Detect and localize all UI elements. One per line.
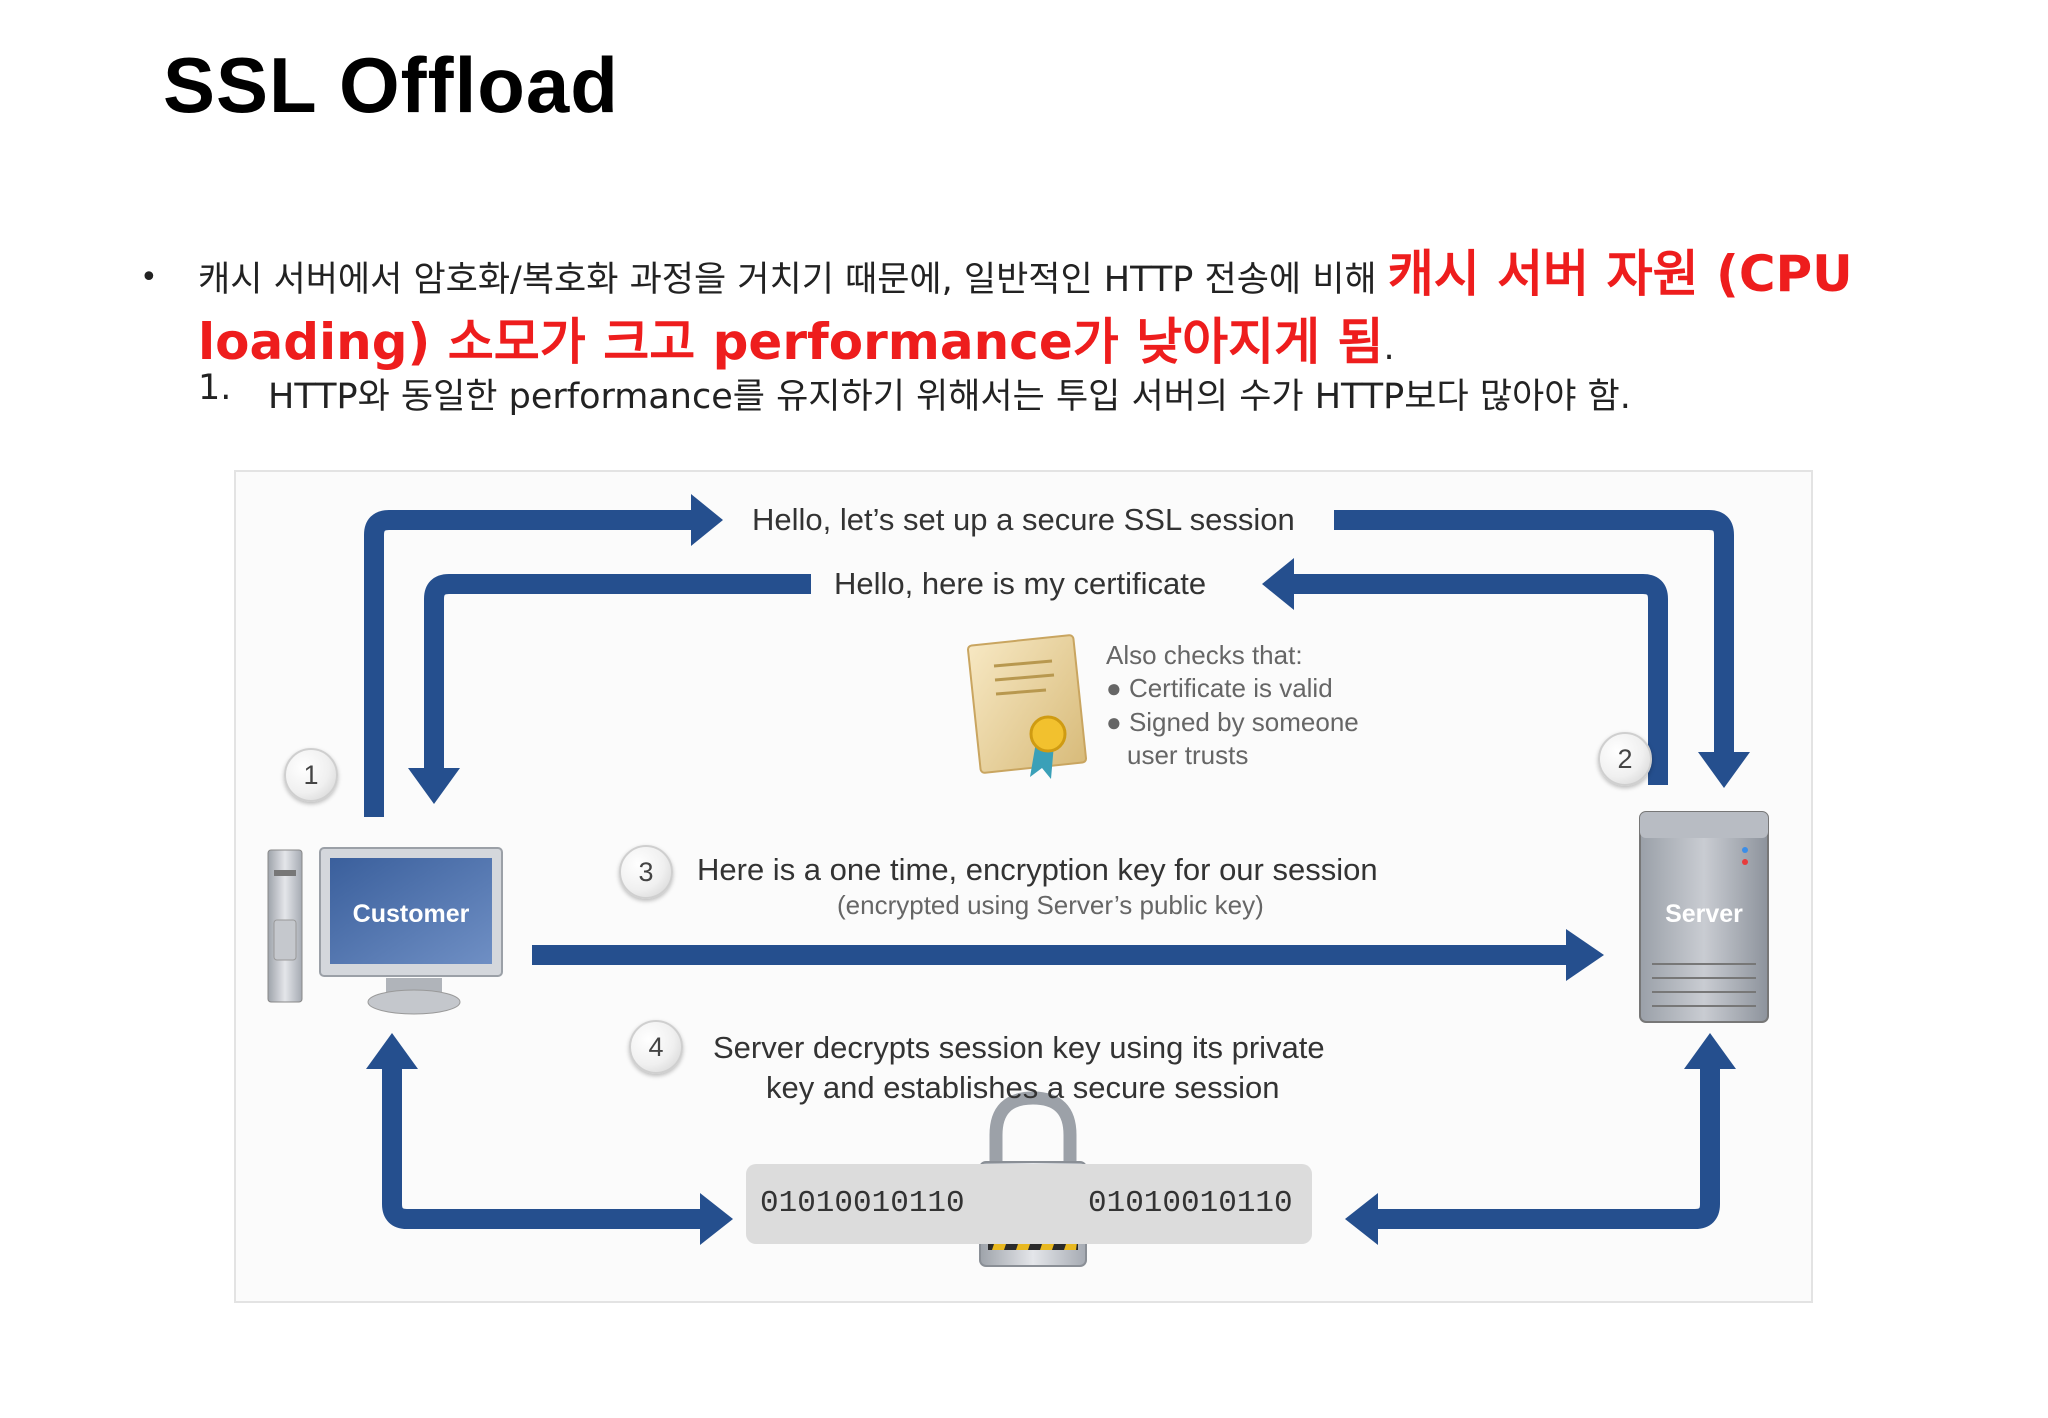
- sub-item-text: HTTP와 동일한 performance를 유지하기 위해서는 투입 서버의 …: [268, 377, 1631, 417]
- step3-note: (encrypted using Server’s public key): [837, 890, 1264, 920]
- ssl-handshake-diagram: Hello, let’s set up a secure SSL session…: [234, 470, 1813, 1303]
- arrow-hello-request-to-server: [1334, 510, 1734, 759]
- step2-message: Hello, here is my certificate: [834, 566, 1207, 601]
- check-item-1: ● Certificate is valid: [1106, 673, 1333, 703]
- check-item-2-text: Signed by someone: [1128, 707, 1359, 737]
- arrowhead-2: [1698, 752, 1750, 788]
- arrowhead-5: [1566, 929, 1604, 981]
- arrowhead-8: [1684, 1033, 1736, 1069]
- encrypted-data-bar: 01010010110 01010010110: [746, 1164, 1312, 1244]
- bits-right: 01010010110: [1088, 1186, 1293, 1221]
- customer-computer-icon: [267, 847, 503, 1015]
- arrowhead-6: [366, 1033, 418, 1069]
- step-1-badge: 1: [284, 748, 338, 802]
- bits-left: 01010010110: [760, 1186, 965, 1221]
- bullet-text: 캐시 서버에서 암호화/복호화 과정을 거치기 때문에, 일반적인 HTTP 전…: [198, 243, 1888, 379]
- arrow-certificate: [424, 574, 811, 772]
- step4-message-line1: Server decrypts session key using its pr…: [713, 1030, 1325, 1065]
- arrowhead-7: [700, 1193, 733, 1245]
- diagram-graphics: [267, 494, 1769, 1267]
- arrow-secure-right: [1373, 1065, 1720, 1229]
- step3-message: Here is a one time, encryption key for o…: [697, 852, 1378, 887]
- sub-item-number: 1.: [198, 368, 232, 408]
- bullet-end-text: .: [1383, 328, 1395, 368]
- slide-title: SSL Offload: [163, 41, 619, 129]
- arrowhead-3: [1262, 558, 1294, 610]
- arrow-certificate-from-server: [1288, 574, 1668, 785]
- check-item-1-text: Certificate is valid: [1128, 673, 1333, 703]
- check-item-2: ● Signed by someone: [1106, 707, 1359, 737]
- arrow-heads: [366, 494, 1750, 1245]
- step-4-badge: 4: [629, 1020, 683, 1074]
- bullet-marker: •: [140, 260, 158, 295]
- arrowhead-1: [691, 494, 723, 546]
- customer-label: Customer: [352, 900, 470, 928]
- check-item-2-continued: user trusts: [1127, 740, 1249, 770]
- step4-message-line2: key and establishes a secure session: [766, 1070, 1280, 1105]
- arrow-lines: [364, 510, 1734, 1229]
- server-icon: [1639, 811, 1769, 1023]
- arrowhead-9: [1345, 1193, 1378, 1245]
- server-label: Server: [1665, 900, 1743, 928]
- step1-message: Hello, let’s set up a secure SSL session: [752, 502, 1295, 537]
- bullet-normal-text: 캐시 서버에서 암호화/복호화 과정을 거치기 때문에, 일반적인 HTTP 전…: [198, 260, 1388, 300]
- step-3-badge: 3: [619, 845, 673, 899]
- bullet-emphasis-text: 캐시 서버 자원 (CPU loading) 소모가 크고 performanc…: [198, 245, 1853, 371]
- certificate-icon: [966, 634, 1088, 779]
- arrow-hello-request: [364, 510, 696, 817]
- step-2-badge: 2: [1598, 732, 1652, 786]
- arrowhead-4: [408, 768, 460, 804]
- arrow-secure-left: [382, 1065, 705, 1229]
- checks-title: Also checks that:: [1106, 640, 1303, 670]
